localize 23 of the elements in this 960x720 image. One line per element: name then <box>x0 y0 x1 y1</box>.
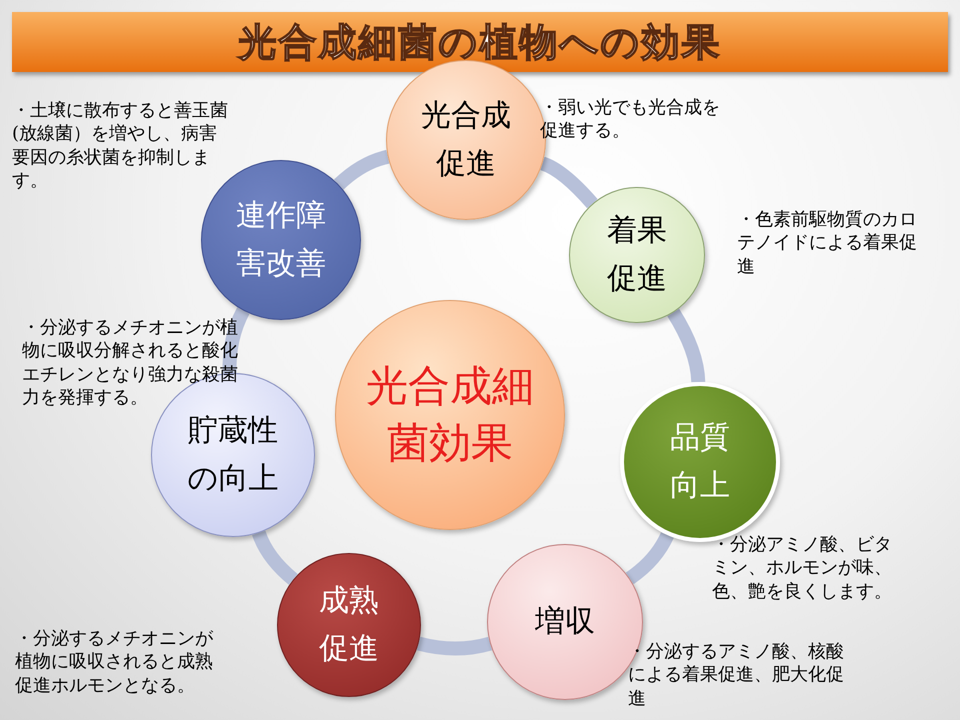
circle-label: 着果促進 <box>606 212 668 298</box>
circle-label: 品質向上 <box>669 419 731 505</box>
ring-segment <box>334 150 390 190</box>
description-text: ・土壌に散布すると善玉菌(放線菌）を増やし、病害要因の糸状菌を抑制します。 <box>12 99 229 193</box>
description-text: ・分泌するメチオニンが植物に吸収されると成熟促進ホルモンとなる。 <box>15 627 214 698</box>
circle-label: 貯蔵性の向上 <box>186 412 280 498</box>
title-banner: 光合成細菌の植物への効果 <box>12 12 948 72</box>
circle-label: 光合成細菌効果 <box>364 360 535 469</box>
description-text: ・分泌アミノ酸、ビタミン、ホルモンが味、色、艶を良くします。 <box>712 533 893 604</box>
circle-label: 光合成促進 <box>420 97 512 183</box>
ring-segment <box>252 530 298 585</box>
ring-segment <box>540 156 598 208</box>
ring-segment <box>222 307 250 374</box>
ring-segment <box>416 636 492 656</box>
description-text: ・弱い光でも光合成を促進する。 <box>540 96 721 143</box>
ring-segment <box>626 532 674 584</box>
description-text: ・分泌するアミノ酸、核酸による着果促進、肥大化促進 <box>628 640 845 710</box>
description-text: ・分泌するメチオニンが植物に吸収分解されると酸化エチレンとなり強力な殺菌力を発揮する。 <box>22 316 239 410</box>
circle-label: 成熟促進 <box>318 582 380 668</box>
circle-label: 増収 <box>534 603 596 641</box>
description-text: ・色素前駆物質のカロテノイドによる着果促進 <box>737 208 918 278</box>
ring-segment <box>667 308 706 382</box>
circle-label: 連作障害改善 <box>235 197 327 283</box>
